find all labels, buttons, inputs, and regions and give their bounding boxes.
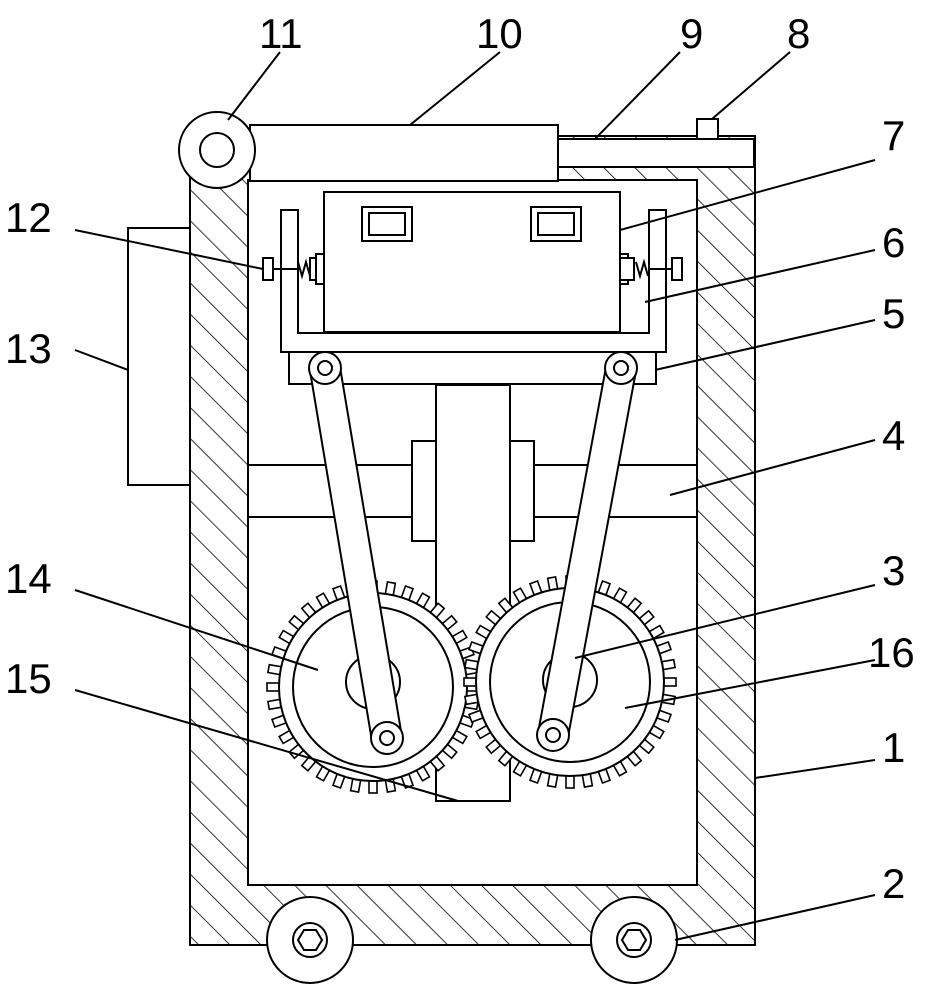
- top-block: [249, 124, 559, 182]
- label-1: 1: [882, 724, 905, 771]
- clamp-frame: [280, 209, 667, 353]
- right-arm: [536, 351, 638, 752]
- leader-lines: [74, 51, 876, 941]
- label-14: 14: [5, 555, 52, 602]
- label-5: 5: [882, 290, 905, 337]
- left-arm: [308, 351, 404, 755]
- label-4: 4: [882, 412, 905, 459]
- bottom-wheel-right: [590, 896, 678, 984]
- label-2: 2: [882, 860, 905, 907]
- side-box: [127, 227, 191, 486]
- top-wheel: [178, 111, 256, 189]
- top-pin: [696, 118, 719, 140]
- label-11: 11: [259, 10, 303, 57]
- label-6: 6: [882, 219, 905, 266]
- label-3: 3: [882, 547, 905, 594]
- label-8: 8: [787, 10, 810, 57]
- label-9: 9: [680, 10, 703, 57]
- device-box: [323, 191, 621, 333]
- label-7: 7: [882, 112, 905, 159]
- label-16: 16: [868, 629, 915, 676]
- label-10: 10: [476, 10, 523, 57]
- bottom-wheel-left: [266, 896, 354, 984]
- tray-base: [288, 351, 657, 385]
- clamp-screw-right: [619, 253, 683, 285]
- top-rod: [557, 138, 755, 168]
- label-15: 15: [5, 655, 52, 702]
- label-13: 13: [5, 325, 52, 372]
- label-12: 12: [5, 194, 52, 241]
